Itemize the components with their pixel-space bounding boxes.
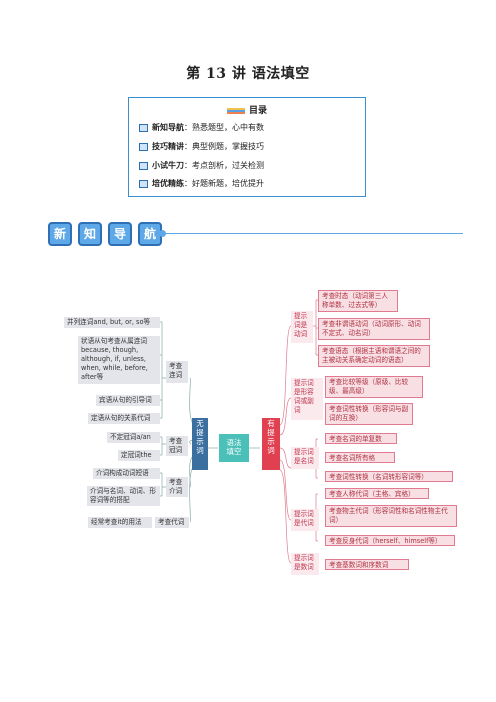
banner-char: 新 [48,222,72,246]
page-title: 第 13 讲 语法填空 [186,66,310,82]
leaf-item: 考查人称代词（主格、宾格） [325,488,429,499]
banner-char: 知 [78,222,102,246]
mindmap-root: 语法 填空 [219,434,249,462]
leaf-item: 定语从句的关系代词 [88,413,160,424]
book-icon [139,179,148,188]
book-icon [139,161,148,170]
leaf-item: 介词与名词、动词、形容词等的搭配 [87,486,160,506]
table-of-contents: 目录 新知导航：熟悉题型，心中有数 技巧精讲：典型例题，掌握技巧 小试牛刀：考点… [128,97,366,197]
toc-item[interactable]: 技巧精讲：典型例题，掌握技巧 [139,141,264,152]
leaf-item: 状语从句考查从属连词because, though, although, if,… [78,336,160,384]
leaf-item: 考查名词的单复数 [325,433,397,444]
leaf-item: 考查语态（根据主语和谓语之间的主被动关系确定动词的语态） [318,345,430,367]
group-numeral: 提示词 是数词 [291,553,319,575]
group-adj-adv: 提示词 是形容 词或副 词 [291,378,323,420]
leaf-item: 不定冠词a/an [107,432,160,443]
leaf-item: 考查比较等级（原级、比较级、最高级） [325,376,423,398]
leaf-item: 考查词性转换（形容词与副词的互换） [325,403,413,425]
group-verb: 提示 词是 动词 [291,311,313,343]
leaf-item: 考查词性转换（名词转形容词等） [325,471,453,482]
branch-no-hint: 无 提 示 词 [192,418,208,470]
group-noun: 提示词 是名词 [291,447,319,469]
leaf-item: 宾语从句的引导词 [96,395,160,406]
leaf-item: 考查名词所有格 [325,452,395,463]
book-icon [139,142,148,151]
toc-heading: 目录 [248,106,267,116]
book-icon [226,107,245,114]
group-pronoun-hint: 提示词 是代词 [291,509,319,531]
banner-char: 导 [108,222,132,246]
leaf-item: 经常考查it的用法 [88,517,152,528]
banner-divider [163,233,463,234]
toc-item[interactable]: 新知导航：熟悉题型，心中有数 [139,122,264,133]
group-article: 考查 冠词 [166,436,188,456]
toc-item[interactable]: 小试牛刀：考点剖析，过关检测 [139,160,264,171]
leaf-item: 考查非谓语动词（动词原形、动词不定式、动名词） [318,318,430,340]
leaf-item: 考查时态（动词第三人称单数、过去式等） [318,290,398,312]
book-icon [139,123,148,132]
toc-item[interactable]: 培优精练：好题新题，培优提升 [139,178,264,189]
leaf-item: 定冠词the [118,450,160,461]
leaf-item: 考查物主代词（形容词性和名词性物主代词） [325,505,457,527]
group-preposition: 考查 介词 [166,477,188,497]
leaf-item: 考查反身代词（herself、himself等） [325,535,455,546]
banner-dot [159,230,166,237]
branch-with-hint: 有 提 示 词 [262,418,280,470]
banner-char: 航 [138,222,162,246]
leaf-item: 考查基数词和序数词 [325,559,409,570]
group-pronoun: 考查代词 [155,517,189,528]
leaf-item: 并列连词and, but, or, so等 [64,317,160,328]
leaf-item: 介词构成动词短语 [93,468,160,479]
group-conjunction: 考查 连词 [166,361,188,383]
